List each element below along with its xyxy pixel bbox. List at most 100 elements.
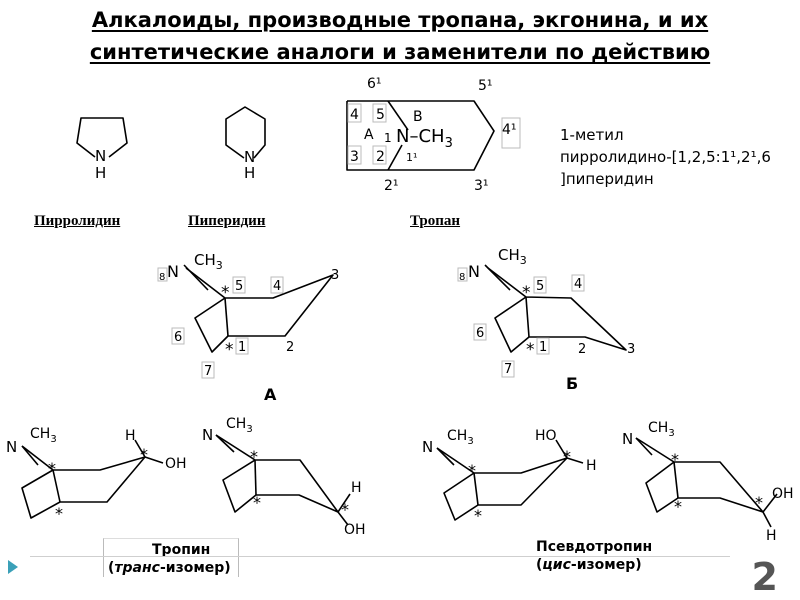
piperidine-ring (225, 106, 266, 159)
tropine2-star-a: * (250, 447, 258, 466)
pseudo1-ch3: CH3 (447, 428, 474, 447)
conformer-b-ch3: CH3 (498, 246, 527, 267)
conformer-b-letter: Б (566, 374, 579, 393)
page-number: 2 (751, 555, 778, 599)
tropane-num-2: 2¹ (384, 178, 399, 194)
pseudo2-star-b: * (674, 497, 682, 516)
pyrrolidine-n: N (95, 147, 106, 165)
caption-tropine-detail: (транс-изомер) (108, 560, 231, 576)
tropane-num-3: 3¹ (474, 178, 489, 194)
slide-title-line2: синтетические аналоги и заменители по де… (89, 40, 711, 64)
pyrrolidine-ring (76, 117, 128, 158)
tropine1-star-c: * (55, 504, 63, 523)
systematic-name-line3: ]пиперидин (560, 170, 654, 188)
pseudo1-star-b: * (468, 461, 476, 480)
conformer-a-bonds (185, 267, 334, 353)
tropane-box-2: 2 (376, 149, 385, 165)
pyrrolidine-h: H (95, 164, 106, 182)
conformer-b-label-1: 1 (539, 340, 547, 355)
systematic-name-line1: 1-метил (560, 126, 624, 144)
tropine-chair-2 (215, 434, 339, 513)
label-pyrrolidine: Пирролидин (34, 213, 121, 229)
conformer-a-label-8: 8 (159, 272, 165, 283)
tropane-ring-b: B (413, 109, 423, 125)
slide-title-line1: Алкалоиды, производные тропана, экгонина… (91, 8, 709, 32)
tropane-frame (346, 100, 495, 171)
conformer-a-label-4: 4 (273, 279, 281, 294)
tropine1-star-a: * (140, 445, 148, 464)
tropane-n-index-11: 1¹ (406, 151, 417, 164)
pseudo2-h: H (766, 528, 777, 544)
tropane-box-5: 5 (376, 107, 385, 123)
pseudo2-oh: OH (772, 486, 794, 502)
tropine2-n: N (202, 426, 213, 444)
conformer-b-label-6: 6 (476, 326, 484, 341)
pseudotropine-chair-2 (635, 437, 764, 513)
tropine1-oh: OH (165, 456, 187, 472)
tropine-chair-1 (21, 445, 146, 519)
conformer-a-n: N (167, 262, 179, 281)
piperidine-h: H (244, 164, 255, 182)
pseudo1-star-a: * (563, 447, 571, 466)
pseudo1-n: N (422, 438, 433, 456)
tropine2-ch3: CH3 (226, 416, 253, 435)
conformer-a-label-2: 2 (286, 340, 294, 355)
caption-tropine: Тропин (транс-изомер) (103, 538, 239, 577)
conformer-b-label-8: 8 (459, 272, 465, 283)
pseudotropine-chair-1 (436, 447, 568, 521)
piperidine-n: N (244, 148, 255, 166)
conformer-a-label-5: 5 (235, 279, 243, 294)
conformer-b-label-7: 7 (504, 362, 512, 377)
caption-tropine-name: Тропин (152, 542, 211, 558)
conformer-b-label-2: 2 (578, 342, 586, 357)
caption-pseudotropine-detail: (цис-изомер) (536, 557, 642, 573)
tropine2-oh: OH (344, 522, 366, 538)
tropine2-star-b: * (253, 493, 261, 512)
conformer-b-label-5: 5 (536, 279, 544, 294)
tropane-n-index-1: 1 (384, 131, 392, 145)
conformer-b-n: N (468, 262, 480, 281)
footer-divider (30, 556, 730, 557)
pseudo2-star-a: * (671, 450, 679, 469)
systematic-name-line2: пирролидино-[1,2,5:1¹,2¹,6 (560, 148, 771, 166)
label-piperidine: Пиперидин (188, 213, 266, 229)
pseudo1-star-c: * (474, 506, 482, 525)
pseudo2-n: N (622, 430, 633, 448)
tropane-ring-a: A (364, 127, 374, 143)
tropane-num-4: 4¹ (502, 122, 517, 138)
tropine2-h: H (351, 480, 362, 496)
tropane-box-3: 3 (350, 149, 359, 165)
conformer-b-bonds (487, 267, 627, 353)
conformer-a-star-5: * (221, 283, 230, 303)
conformer-b-label-4: 4 (574, 277, 582, 292)
conformer-a-ch3: CH3 (194, 251, 223, 272)
conformer-b-star-5: * (522, 283, 531, 303)
tropane-box-4: 4 (350, 107, 359, 123)
conformer-b-star-1: * (526, 340, 535, 360)
caption-pseudotropine: Псевдотропин (цис-изомер) (536, 538, 652, 574)
conformer-a-label-3: 3 (331, 268, 339, 283)
conformer-b-label-3: 3 (627, 342, 635, 357)
systematic-name: 1-метил пирролидино-[1,2,5:1¹,2¹,6 ]пипе… (560, 124, 771, 190)
tropine1-h: H (125, 428, 136, 444)
tropine1-ch3: CH3 (30, 426, 57, 445)
tropane-num-5: 5¹ (478, 78, 493, 94)
conformer-a-label-7: 7 (204, 364, 212, 379)
next-slide-arrow-icon[interactable] (8, 560, 18, 574)
label-tropane: Тропан (410, 213, 461, 229)
tropane-num-6: 6¹ (367, 76, 382, 92)
conformer-a-star-1: * (225, 340, 234, 360)
pseudo2-ch3: CH3 (648, 420, 675, 439)
tropane-n-ch3: N–CH3 (396, 126, 453, 151)
pseudo1-ho: HO (535, 428, 557, 444)
conformer-a-label-6: 6 (174, 330, 182, 345)
tropine2-star-c: * (341, 500, 349, 519)
conformer-a-letter: А (264, 385, 277, 404)
conformer-a-label-1: 1 (238, 340, 246, 355)
pseudo2-star-c: * (755, 493, 763, 512)
tropine1-n: N (6, 438, 17, 456)
caption-pseudotropine-name: Псевдотропин (536, 539, 653, 555)
pseudo1-h: H (586, 458, 597, 474)
